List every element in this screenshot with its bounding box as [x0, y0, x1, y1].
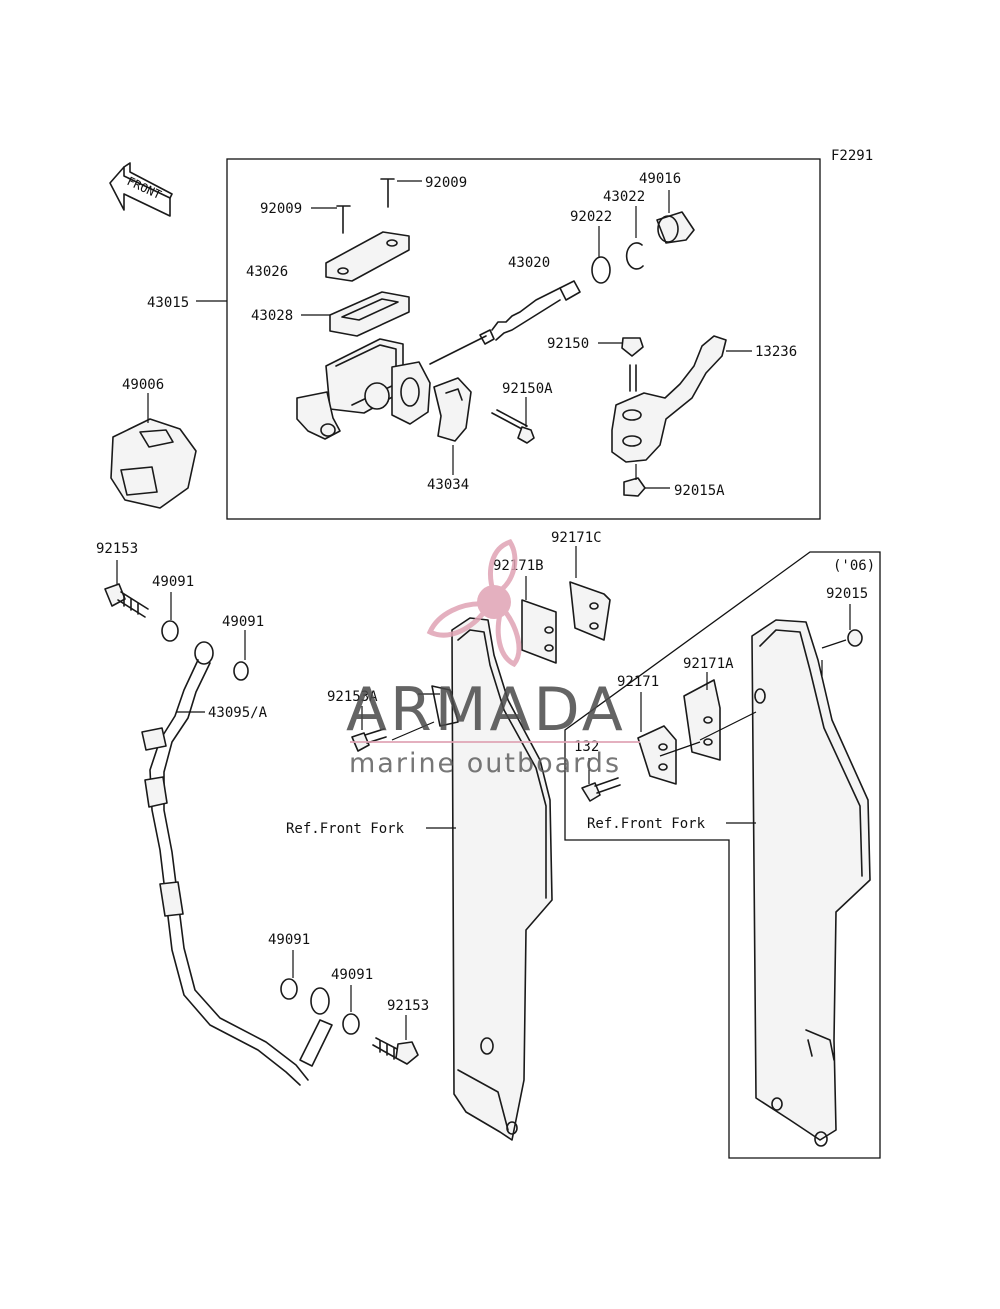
label-92171: 92171 — [617, 674, 659, 690]
label-92015: 92015 — [826, 586, 868, 602]
watermark-brand: ARMADA — [346, 675, 626, 745]
label-92150: 92150 — [547, 336, 589, 352]
washer-49091-4 — [342, 1013, 360, 1035]
boot-49016 — [656, 211, 695, 244]
washer-49091-3 — [280, 978, 298, 1000]
label-49091-4: 49091 — [331, 967, 373, 983]
washer-49091-2 — [233, 661, 249, 681]
label-92171B: 92171B — [493, 558, 544, 574]
armada-watermark: ARMADA marine outboards — [346, 539, 640, 779]
screw-92009-right — [380, 178, 395, 208]
label-13236: 13236 — [755, 344, 797, 360]
label-92153A: 92153A — [327, 689, 378, 705]
figure-code: F2291 — [831, 148, 873, 164]
diaphragm — [329, 291, 410, 337]
fork-guard-left — [451, 617, 553, 1141]
label-43034: 43034 — [427, 477, 469, 493]
label-49016: 49016 — [639, 171, 681, 187]
label-49091-2: 49091 — [222, 614, 264, 630]
watermark-tagline: marine outboards — [349, 748, 621, 779]
label-43015: 43015 — [147, 295, 189, 311]
nut-92015A — [623, 477, 646, 497]
label-92022: 92022 — [570, 209, 612, 225]
propeller-logo — [426, 539, 522, 668]
label-49091-3: 49091 — [268, 932, 310, 948]
banjo-bolt-92153-top — [104, 583, 149, 618]
bolt-92150 — [621, 337, 644, 392]
bracket-92171C — [569, 581, 611, 641]
banjo-bolt-92153-bottom — [372, 1037, 419, 1065]
label-92009-right: 92009 — [425, 175, 467, 191]
master-cylinder-body — [296, 338, 431, 440]
label-43020: 43020 — [508, 255, 550, 271]
washer-49091-1 — [161, 620, 179, 642]
clamp-holder — [433, 377, 472, 442]
bolt-92150A — [491, 409, 535, 444]
label-92153-bottom: 92153 — [387, 998, 429, 1014]
bracket-92171 — [637, 725, 677, 785]
label-92009-left: 92009 — [260, 201, 302, 217]
ref-front-fork-right: Ref.Front Fork — [587, 816, 706, 832]
ref-front-fork-left: Ref.Front Fork — [286, 821, 405, 837]
fork-guard-right — [751, 619, 871, 1147]
year-variant-box — [564, 551, 881, 1159]
nut-92015 — [847, 629, 863, 647]
cover-49006 — [110, 418, 197, 509]
bracket-92171A — [683, 679, 721, 761]
label-92150A: 92150A — [502, 381, 553, 397]
master-cylinder-box — [226, 158, 821, 520]
label-43022: 43022 — [603, 189, 645, 205]
bolt-132 — [581, 777, 621, 802]
circlip-43022 — [625, 242, 644, 270]
label-43026: 43026 — [246, 264, 288, 280]
label-49006: 49006 — [122, 377, 164, 393]
piston-assembly — [429, 280, 581, 365]
bracket-upper-left — [431, 685, 459, 727]
front-direction-arrow: FRONT — [109, 162, 173, 217]
label-92153-top: 92153 — [96, 541, 138, 557]
brake-lever — [611, 335, 727, 463]
bracket-92171B — [521, 599, 557, 664]
label-49091-1: 49091 — [152, 574, 194, 590]
leader-lines — [116, 180, 851, 1040]
year-note: ('06) — [833, 558, 875, 574]
label-92015A: 92015A — [674, 483, 725, 499]
label-92171C: 92171C — [551, 530, 602, 546]
reservoir-cap — [325, 231, 410, 282]
brake-hose — [141, 641, 333, 1086]
screw-92009-left — [336, 205, 351, 234]
washer-92022 — [591, 256, 611, 284]
label-43028: 43028 — [251, 308, 293, 324]
label-92171A: 92171A — [683, 656, 734, 672]
watermark-divider — [350, 741, 640, 743]
label-43095A: 43095/A — [208, 705, 268, 721]
